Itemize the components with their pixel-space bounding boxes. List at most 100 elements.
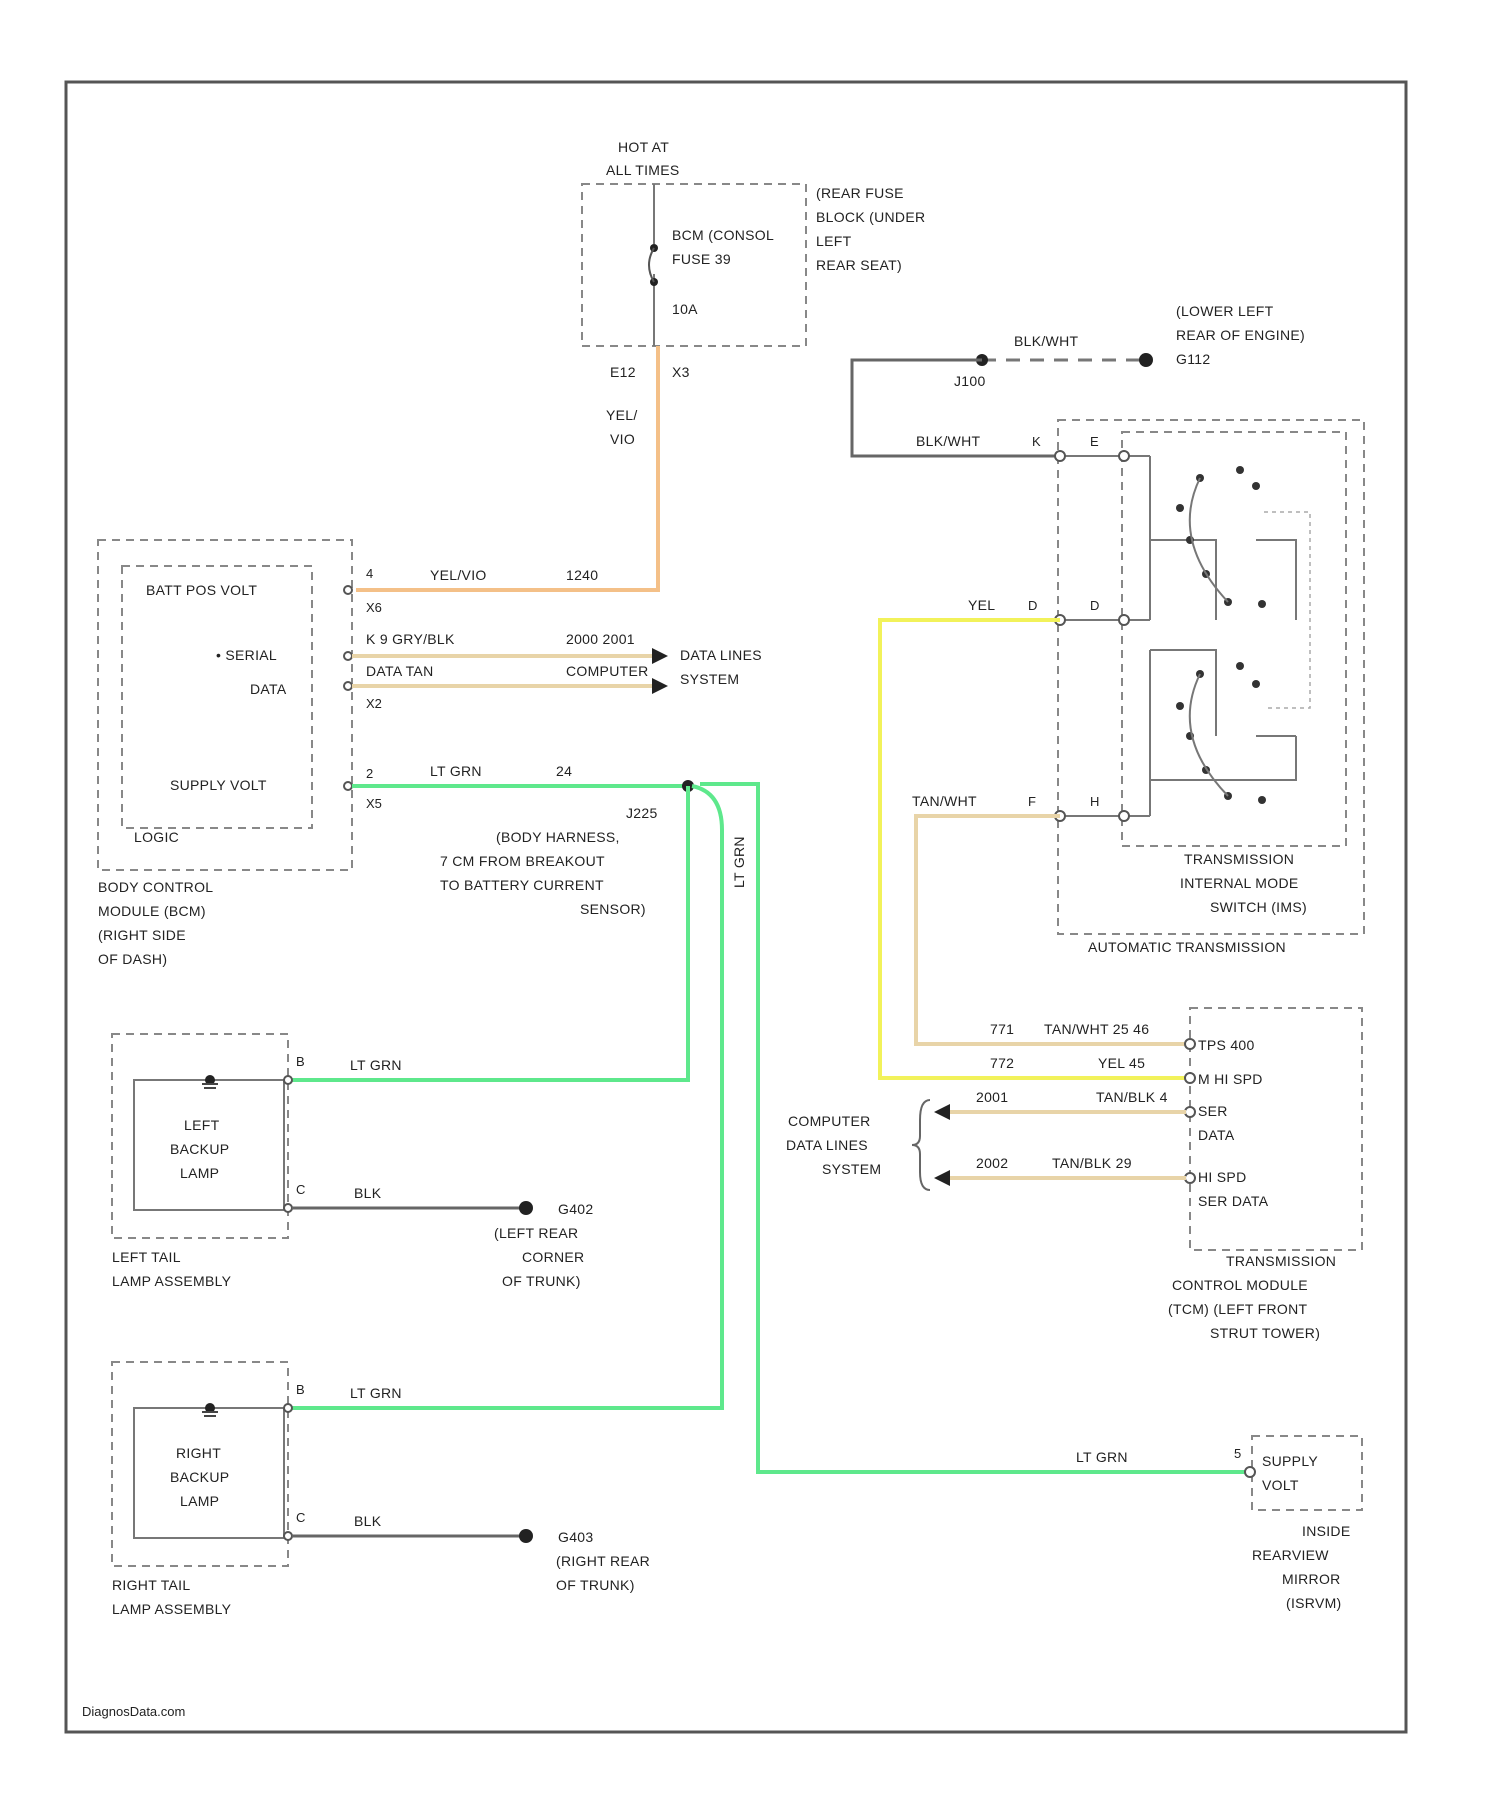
splice-name: J225 <box>626 805 658 821</box>
tcm-name-line: CONTROL MODULE <box>1172 1277 1308 1293</box>
wire-lt-grn-mirror <box>700 784 1246 1472</box>
transmission-name: AUTOMATIC TRANSMISSION <box>1088 939 1286 955</box>
splice-name: J100 <box>954 373 986 389</box>
assembly-name-line: LAMP ASSEMBLY <box>112 1601 232 1617</box>
pin-label: K <box>1032 434 1041 449</box>
circuit-number: COMPUTER <box>566 663 649 679</box>
tcm-name-line: (TCM) (LEFT FRONT <box>1168 1301 1308 1317</box>
mirror-pin-name: VOLT <box>1262 1477 1299 1493</box>
pin-terminal <box>1119 615 1129 625</box>
splice-location-line: (BODY HARNESS, <box>496 829 620 845</box>
data-lines-label: DATA LINES <box>680 647 762 663</box>
pin-terminal <box>1185 1173 1195 1183</box>
tcm-pin-name: TPS 400 <box>1198 1037 1255 1053</box>
fuse-block-name-line: BLOCK (UNDER <box>816 209 925 225</box>
fuse-block: HOT AT ALL TIMES (REAR FUSE BLOCK (UNDER… <box>582 139 925 380</box>
pin-label: 2 <box>366 766 373 781</box>
all-times-label: ALL TIMES <box>606 162 680 178</box>
splice-location-line: 7 CM FROM BREAKOUT <box>440 853 605 869</box>
pin-label: C <box>296 1510 305 1525</box>
pin-label: E <box>1090 434 1099 449</box>
wire-color-label: LT GRN <box>1076 1449 1128 1465</box>
ground-icon <box>1139 353 1153 367</box>
ground-icon <box>519 1529 533 1543</box>
ground-name: G403 <box>558 1529 593 1545</box>
circuit-number: 2000 2001 <box>566 631 635 647</box>
bcm-logic-label: LOGIC <box>134 829 179 845</box>
tail-lamp-box <box>112 1362 288 1566</box>
inside-rearview-mirror: 5 SUPPLY VOLT INSIDE REARVIEW MIRROR (IS… <box>1234 1436 1362 1611</box>
wire-color-label: BLK/WHT <box>1014 333 1078 349</box>
tcm-pin-name: DATA <box>1198 1127 1235 1143</box>
pin-label: B <box>296 1382 305 1397</box>
lamp-icon <box>202 1412 218 1416</box>
wire-color-label: TAN/WHT 25 46 <box>1044 1021 1149 1037</box>
splice-location-line: SENSOR) <box>580 901 646 917</box>
pin-label: H <box>1090 794 1099 809</box>
wire-color-label: LT GRN <box>350 1385 402 1401</box>
arrow-left-icon <box>934 1104 950 1120</box>
pin-terminal <box>1119 811 1129 821</box>
lamp-name-line: LAMP <box>180 1493 219 1509</box>
wire-color-label: TAN/BLK 29 <box>1052 1155 1132 1171</box>
mirror-name-line: INSIDE <box>1302 1523 1350 1539</box>
fuse-block-name-line: (REAR FUSE <box>816 185 904 201</box>
bcm-pin-terminal <box>344 782 352 790</box>
data-lines-label: DATA LINES <box>786 1137 868 1153</box>
bcm-pin-name: SUPPLY VOLT <box>170 777 267 793</box>
bcm-name-line: (RIGHT SIDE <box>98 927 186 943</box>
bcm-name-line: BODY CONTROL <box>98 879 213 895</box>
wire-color-label: YEL/ <box>606 407 638 423</box>
circuit-number: 2002 <box>976 1155 1008 1171</box>
pin-terminal <box>1055 451 1065 461</box>
pin-terminal <box>284 1076 292 1084</box>
wire-color-label: K 9 GRY/BLK <box>366 631 455 647</box>
pin-label: D <box>1028 598 1037 613</box>
wire-color-label: TAN/WHT <box>912 793 977 809</box>
assembly-name-line: LEFT TAIL <box>112 1249 181 1265</box>
pin-label: 4 <box>366 566 373 581</box>
pin-label: 5 <box>1234 1446 1241 1461</box>
wire-color-label: VIO <box>610 431 635 447</box>
ims-name-line: INTERNAL MODE <box>1180 875 1299 891</box>
bcm-pin-name: • SERIAL <box>216 647 277 663</box>
wire-yel <box>880 620 1190 1078</box>
ground-icon <box>519 1201 533 1215</box>
tcm-pin-name: HI SPD <box>1198 1169 1246 1185</box>
wire-yel-vio <box>356 346 658 590</box>
fuse-block-name-line: LEFT <box>816 233 852 249</box>
bcm-pin-terminal <box>344 652 352 660</box>
wire-color-label: YEL <box>968 597 995 613</box>
bcm-pin-terminal <box>344 682 352 690</box>
wire-color-label: LT GRN <box>350 1057 402 1073</box>
ground-location-line: OF TRUNK) <box>556 1577 635 1593</box>
fuse-block-name-line: REAR SEAT) <box>816 257 902 273</box>
ims-box <box>1122 432 1346 846</box>
circuit-number: 772 <box>990 1055 1014 1071</box>
hot-at-label: HOT AT <box>618 139 669 155</box>
connector-label: X2 <box>366 696 382 711</box>
pin-terminal <box>1119 451 1129 461</box>
data-lines-label: COMPUTER <box>788 1113 871 1129</box>
tcm-name-line: STRUT TOWER) <box>1210 1325 1320 1341</box>
lamp-name-line: RIGHT <box>176 1445 221 1461</box>
body-control-module: BATT POS VOLT • SERIAL DATA SUPPLY VOLT … <box>98 540 382 967</box>
bcm-pin-name: DATA <box>250 681 287 697</box>
wire-lt-grn-left-backup <box>292 786 688 1080</box>
ground-location-line: (RIGHT REAR <box>556 1553 650 1569</box>
fuse-name-line: BCM (CONSOL <box>672 227 774 243</box>
fuse-amperage: 10A <box>672 301 698 317</box>
lamp-name-line: BACKUP <box>170 1141 229 1157</box>
tcm-pin-name: SER DATA <box>1198 1193 1269 1209</box>
pin-terminal <box>284 1204 292 1212</box>
circuit-number: 24 <box>556 763 572 779</box>
ground-location-line: (LOWER LEFT <box>1176 303 1274 319</box>
mirror-name-line: REARVIEW <box>1252 1547 1329 1563</box>
mirror-name-line: (ISRVM) <box>1286 1595 1342 1611</box>
arrow-right-icon <box>652 648 668 664</box>
pin-terminal <box>1185 1107 1195 1117</box>
fuse-connector-label: X3 <box>672 364 690 380</box>
ims-switch-arc <box>1190 674 1228 796</box>
wire-color-label: YEL/VIO <box>430 567 487 583</box>
transmission-control-module: TPS 400 M HI SPD SER DATA HI SPD SER DAT… <box>1168 1008 1362 1341</box>
